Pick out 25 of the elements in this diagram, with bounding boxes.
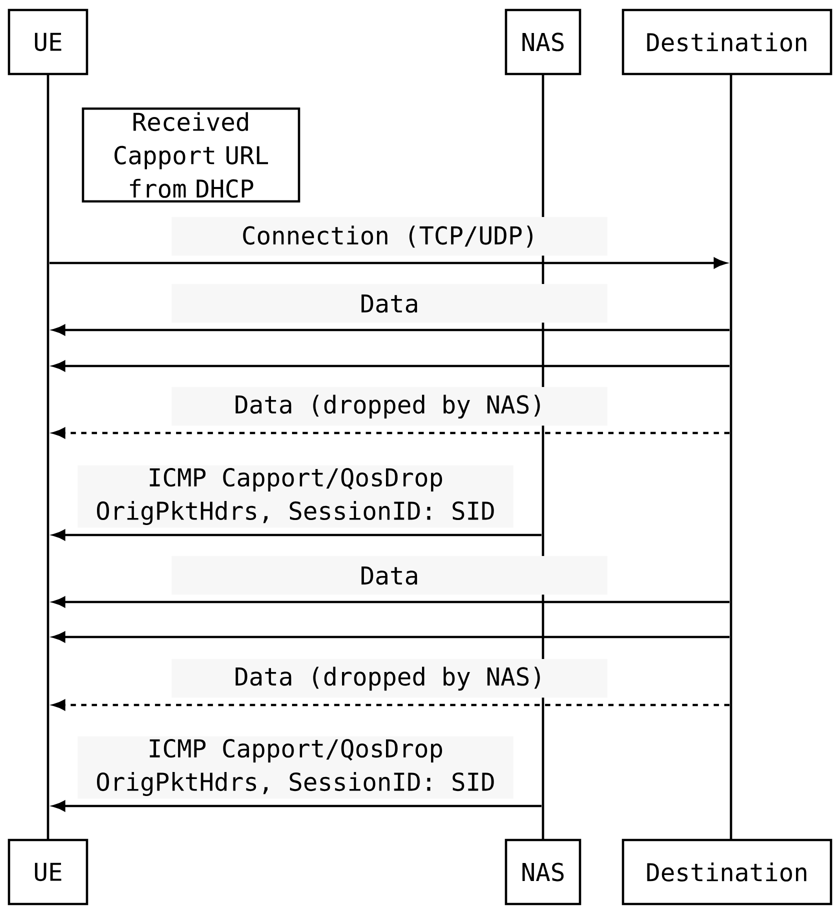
participant-box: Destination	[622, 838, 832, 906]
message-arrow	[52, 596, 730, 608]
participant-box: NAS	[504, 838, 582, 906]
edge-label: Data (dropped by NAS)	[172, 386, 608, 426]
edge-label: Data (dropped by NAS)	[172, 658, 608, 698]
message-arrow	[52, 324, 730, 336]
lifeline	[46, 74, 50, 840]
note-box: Received Capport URL from DHCP	[82, 107, 300, 203]
edge-label: ICMP Capport/QosDrop OrigPktHdrs, SessionID: SID	[78, 736, 514, 799]
edge-label: Connection (TCP/UDP)	[172, 216, 608, 256]
message-arrow	[52, 428, 730, 438]
message-arrow	[52, 632, 730, 642]
edge-label: Data	[172, 284, 608, 323]
edge-label: ICMP Capport/QosDrop OrigPktHdrs, SessionID: SID	[78, 465, 514, 528]
participant-box: UE	[8, 8, 88, 76]
message-arrow	[52, 530, 542, 540]
participant-box: Destination	[622, 8, 832, 76]
message-arrow	[50, 258, 726, 268]
message-arrow	[52, 700, 730, 710]
edge-label: Data	[172, 556, 608, 595]
message-arrow	[52, 360, 730, 372]
participant-box: UE	[8, 838, 88, 906]
message-arrow	[52, 800, 542, 812]
participant-box: NAS	[504, 8, 582, 76]
lifeline	[730, 74, 732, 840]
